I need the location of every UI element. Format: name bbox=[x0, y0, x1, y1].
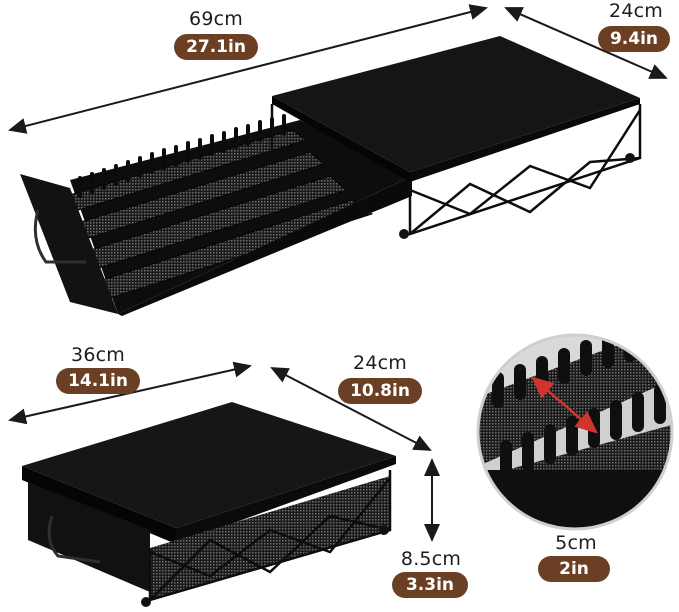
slot-fingers bbox=[78, 114, 286, 198]
slot-gap-cm: 5cm bbox=[555, 532, 597, 554]
slot-gap-arrow bbox=[531, 376, 598, 434]
bottom-height-in: 3.3in bbox=[392, 572, 468, 598]
top-depth-cm: 24cm bbox=[609, 0, 663, 22]
closed-drawer-product bbox=[22, 402, 396, 607]
bottom-height-cm: 8.5cm bbox=[400, 548, 462, 570]
top-length-cm: 69cm bbox=[189, 8, 243, 30]
extended-drawer-product bbox=[20, 36, 642, 316]
bottom-depth-in: 10.8in bbox=[338, 378, 422, 404]
slot-detail-magnifier bbox=[476, 333, 674, 531]
top-depth-in: 9.4in bbox=[598, 26, 670, 52]
length-arrow-top bbox=[8, 4, 488, 134]
wire-frame bbox=[270, 104, 642, 236]
bottom-length-cm: 36cm bbox=[71, 344, 125, 366]
bottom-length-in: 14.1in bbox=[56, 368, 140, 394]
depth-arrow-bottom bbox=[270, 367, 432, 451]
bottom-depth-cm: 24cm bbox=[353, 352, 407, 374]
depth-arrow-top bbox=[504, 7, 668, 79]
top-length-in: 27.1in bbox=[174, 34, 258, 60]
slot-gap-in: 2in bbox=[538, 556, 610, 582]
